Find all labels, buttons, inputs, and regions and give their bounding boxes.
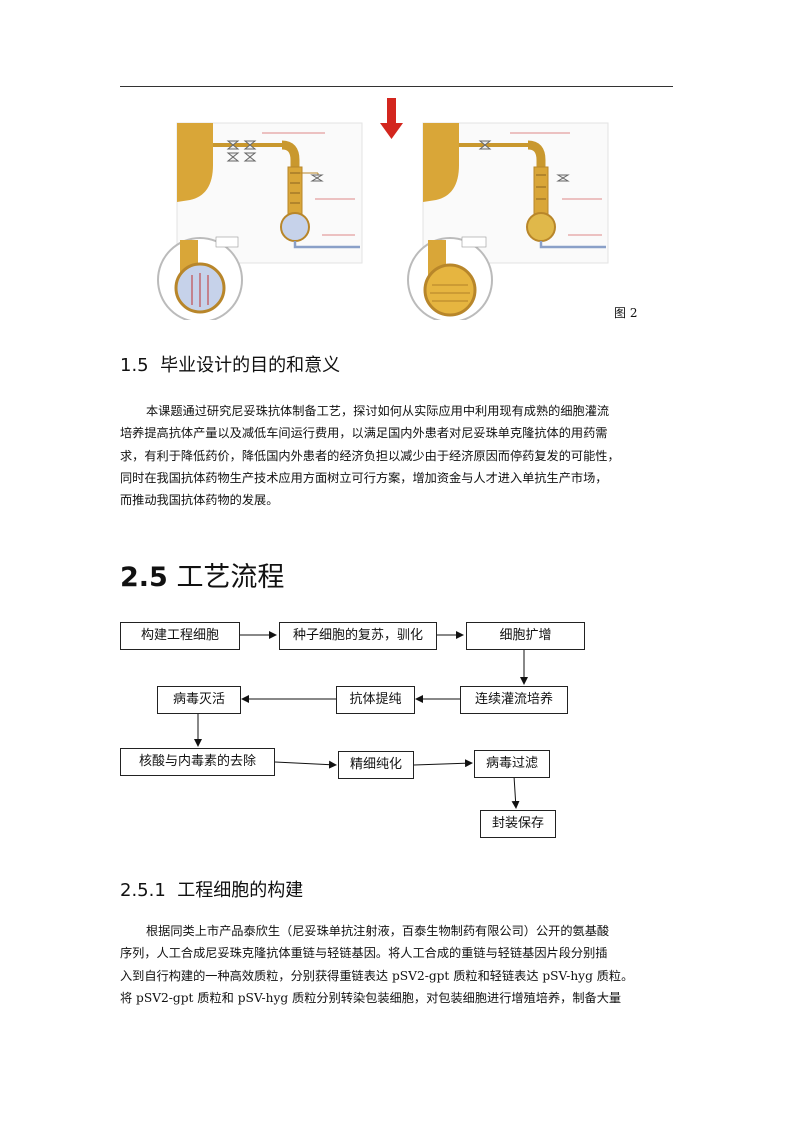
flow-step-purification: 抗体提纯 <box>336 686 415 714</box>
flow-step-virus-filtration: 病毒过滤 <box>474 750 550 778</box>
cell-construction-paragraph: 根据同类上市产品泰欣生（尼妥珠单抗注射液，百泰生物制药有限公司）公开的氨基酸 序… <box>120 920 673 1009</box>
perfusion-apparatus-figure <box>157 98 609 320</box>
purpose-paragraph: 本课题通过研究尼妥珠抗体制备工艺，探讨如何从实际应用中利用现有成熟的细胞灌流 培… <box>120 400 673 511</box>
section-heading-2-5: 2.5 工艺流程 <box>120 555 284 594</box>
arrow-filtration-to-packaging <box>511 775 520 809</box>
paragraph-line: 入到自行构建的一种高效质粒，分别获得重链表达 pSV2-gpt 质粒和轻链表达 … <box>120 968 634 983</box>
paragraph-line: 序列，人工合成尼妥珠克隆抗体重链与轻链基因。将人工合成的重链与轻链基因片段分别插 <box>120 946 608 961</box>
left-apparatus-diagram <box>157 122 363 320</box>
section-title: 工艺流程 <box>176 562 285 593</box>
flow-step-fine-purification: 精细纯化 <box>338 751 414 779</box>
paragraph-line: 本课题通过研究尼妥珠抗体制备工艺，探讨如何从实际应用中利用现有成熟的细胞灌流 <box>146 404 610 418</box>
section-heading-2-5-1: 2.5.1 工程细胞的构建 <box>120 876 303 902</box>
paragraph-line: 培养提高抗体产量以及减低车间运行费用，以满足国内外患者对尼妥珠单克隆抗体的用药需 <box>120 426 608 441</box>
header-rule <box>120 86 673 87</box>
section-title: 毕业设计的目的和意义 <box>160 355 341 376</box>
flow-step-packaging: 封装保存 <box>480 810 556 838</box>
flow-step-build-cells: 构建工程细胞 <box>120 622 240 650</box>
paragraph-line: 而推动我国抗体药物的发展。 <box>120 493 279 508</box>
red-down-arrow-icon <box>380 98 403 139</box>
right-apparatus-diagram <box>407 122 609 320</box>
section-heading-1-5: 1.5 毕业设计的目的和意义 <box>120 351 340 377</box>
flow-step-seed-revival: 种子细胞的复苏，驯化 <box>279 622 437 650</box>
flow-step-nucleic-removal: 核酸与内毒素的去除 <box>120 748 275 776</box>
figure-caption: 图 2 <box>614 306 638 320</box>
section-number: 2.5 <box>120 562 168 593</box>
flow-step-expansion: 细胞扩增 <box>466 622 585 650</box>
section-number: 1.5 <box>120 355 149 376</box>
flow-step-perfusion: 连续灌流培养 <box>460 686 568 714</box>
arrow-fine-to-filtration <box>413 759 473 768</box>
arrow-nucleic-to-fine <box>274 760 337 769</box>
flow-step-virus-inactivation: 病毒灭活 <box>157 686 241 714</box>
section-number: 2.5.1 <box>120 880 166 901</box>
paragraph-line: 将 pSV2-gpt 质粒和 pSV-hyg 质粒分别转染包装细胞，对包装细胞进… <box>120 990 622 1005</box>
paragraph-line: 求，有利于降低药价，降低国内外患者的经济负担以减少由于经济原因而停药复发的可能性… <box>120 448 620 463</box>
paragraph-line: 同时在我国抗体药物生产技术应用方面树立可行方案，增加资金与人才进入单抗生产市场， <box>120 470 608 485</box>
paragraph-line: 根据同类上市产品泰欣生（尼妥珠单抗注射液，百泰生物制药有限公司）公开的氨基酸 <box>146 924 610 938</box>
section-title: 工程细胞的构建 <box>177 880 304 901</box>
